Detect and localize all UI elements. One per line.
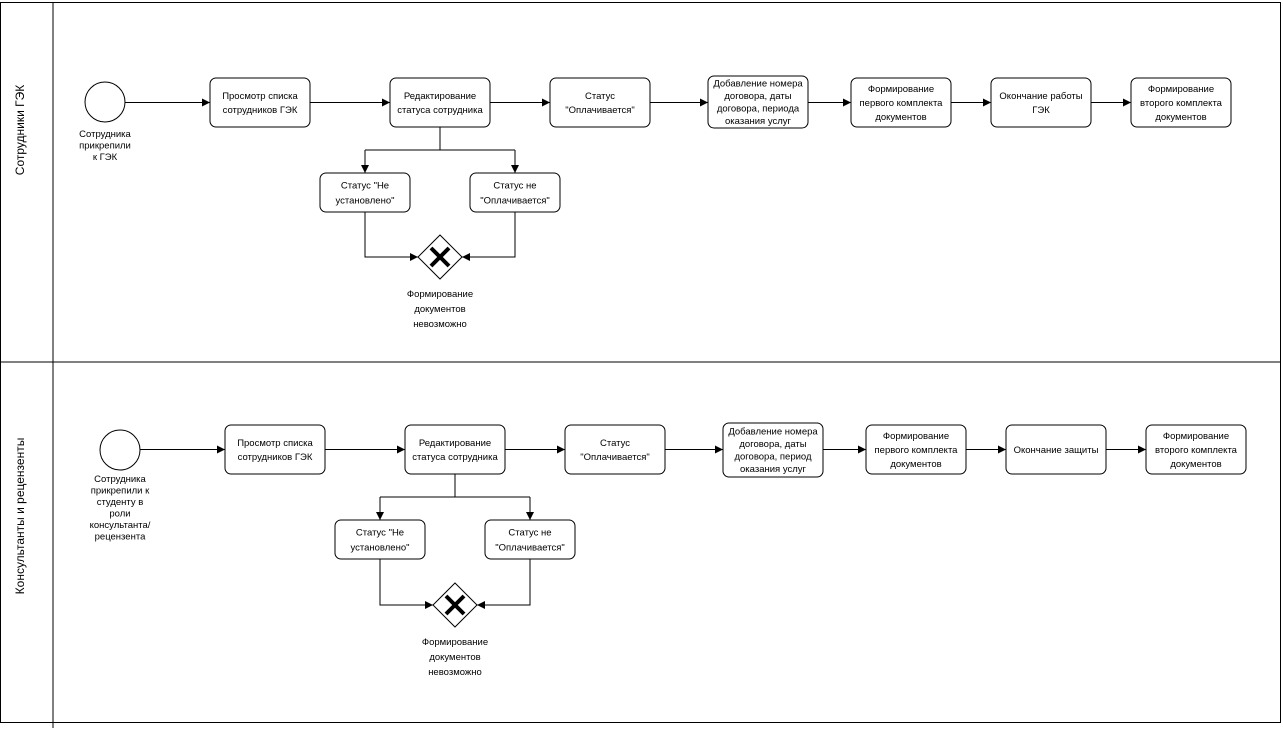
task-box[interactable] — [564, 424, 666, 475]
branch-label: установлено" — [335, 195, 394, 206]
branch-label: установлено" — [350, 542, 409, 553]
task-box[interactable] — [224, 424, 326, 475]
task-label: договора, даты — [724, 91, 791, 102]
task-label: Редактирование — [404, 91, 476, 102]
task-label: документов — [1170, 459, 1221, 470]
start-event-label: студенту в — [97, 497, 144, 508]
task-label: сотрудников ГЭК — [238, 452, 313, 463]
task-label: "Оплачивается" — [565, 105, 634, 116]
sequence-flow — [379, 559, 433, 609]
lane-title: Консультанты и рецензенты — [13, 438, 27, 595]
gateway-label: Формирование — [407, 289, 473, 300]
task-label: Формирование — [1163, 431, 1229, 442]
task-label: Формирование — [883, 431, 949, 442]
task-label: договора, периода — [717, 104, 800, 115]
start-event-label: прикрепили к — [91, 486, 150, 497]
task-label: ГЭК — [1032, 105, 1050, 116]
task-label: Добавление номера — [713, 79, 803, 90]
start-event-label: консультанта/ — [90, 520, 151, 531]
lane-title: Сотрудники ГЭК — [13, 85, 27, 175]
task-box[interactable] — [549, 77, 651, 128]
task-label: Просмотр списка — [237, 438, 313, 449]
branch-label: Статус "Не — [341, 180, 389, 191]
task-label: Добавление номера — [728, 427, 818, 438]
sequence-flow — [364, 212, 418, 261]
gateway-label: невозможно — [428, 667, 482, 678]
task-label: сотрудников ГЭК — [223, 105, 298, 116]
task-box[interactable] — [389, 77, 491, 128]
task-label: договора, период — [734, 452, 812, 463]
branch-label: "Оплачивается" — [480, 195, 549, 206]
task-label: второго комплекта — [1155, 445, 1238, 456]
task-box[interactable] — [404, 424, 506, 475]
start-event-label: Сотрудника — [79, 129, 131, 140]
task-box[interactable] — [209, 77, 311, 128]
task-label: первого комплекта — [860, 98, 944, 109]
gateway-label: Формирование — [422, 637, 488, 648]
task-label: Статус — [585, 91, 615, 102]
gateway-x-icon — [444, 594, 466, 616]
start-event-label: прикрепили — [79, 141, 131, 152]
branch-label: Статус "Не — [356, 527, 404, 538]
sequence-flow — [462, 212, 516, 261]
task-label: договора, даты — [739, 439, 806, 450]
task-label: документов — [875, 112, 926, 123]
task-label: Формирование — [1148, 84, 1214, 95]
task-label: документов — [890, 459, 941, 470]
task-label: Просмотр списка — [222, 91, 298, 102]
task-label: статуса сотрудника — [397, 105, 483, 116]
task-label: Окончание защиты — [1014, 445, 1099, 456]
task-label: документов — [1155, 112, 1206, 123]
lane-consultants-reviewers: Консультанты и рецензенты Сотрудникаприкр… — [13, 422, 1247, 678]
gateway-label: документов — [414, 304, 465, 315]
gateway-x-icon — [429, 246, 451, 268]
start-event-label: роли — [109, 509, 130, 520]
task-label: Формирование — [868, 84, 934, 95]
task-label: Окончание работы — [999, 91, 1082, 102]
task-label: оказания услуг — [725, 116, 791, 127]
task-label: первого комплекта — [875, 445, 959, 456]
task-label: Редактирование — [419, 438, 491, 449]
gateway-label: документов — [429, 652, 480, 663]
sequence-flow — [477, 559, 531, 609]
task-label: Статус — [600, 438, 630, 449]
branch-label: "Оплачивается" — [495, 542, 564, 553]
start-event-label: к ГЭК — [93, 152, 118, 163]
start-event[interactable] — [99, 429, 141, 471]
task-box[interactable] — [990, 77, 1092, 128]
gateway-label: невозможно — [413, 319, 467, 330]
task-label: "Оплачивается" — [580, 452, 649, 463]
start-event[interactable] — [84, 81, 126, 123]
start-event-label: Сотрудника — [94, 474, 146, 485]
start-event-label: рецензента — [95, 532, 146, 543]
task-label: оказания услуг — [740, 464, 806, 475]
task-label: второго комплекта — [1140, 98, 1223, 109]
branch-label: Статус не — [493, 180, 536, 191]
task-label: статуса сотрудника — [412, 452, 498, 463]
branch-label: Статус не — [508, 527, 551, 538]
